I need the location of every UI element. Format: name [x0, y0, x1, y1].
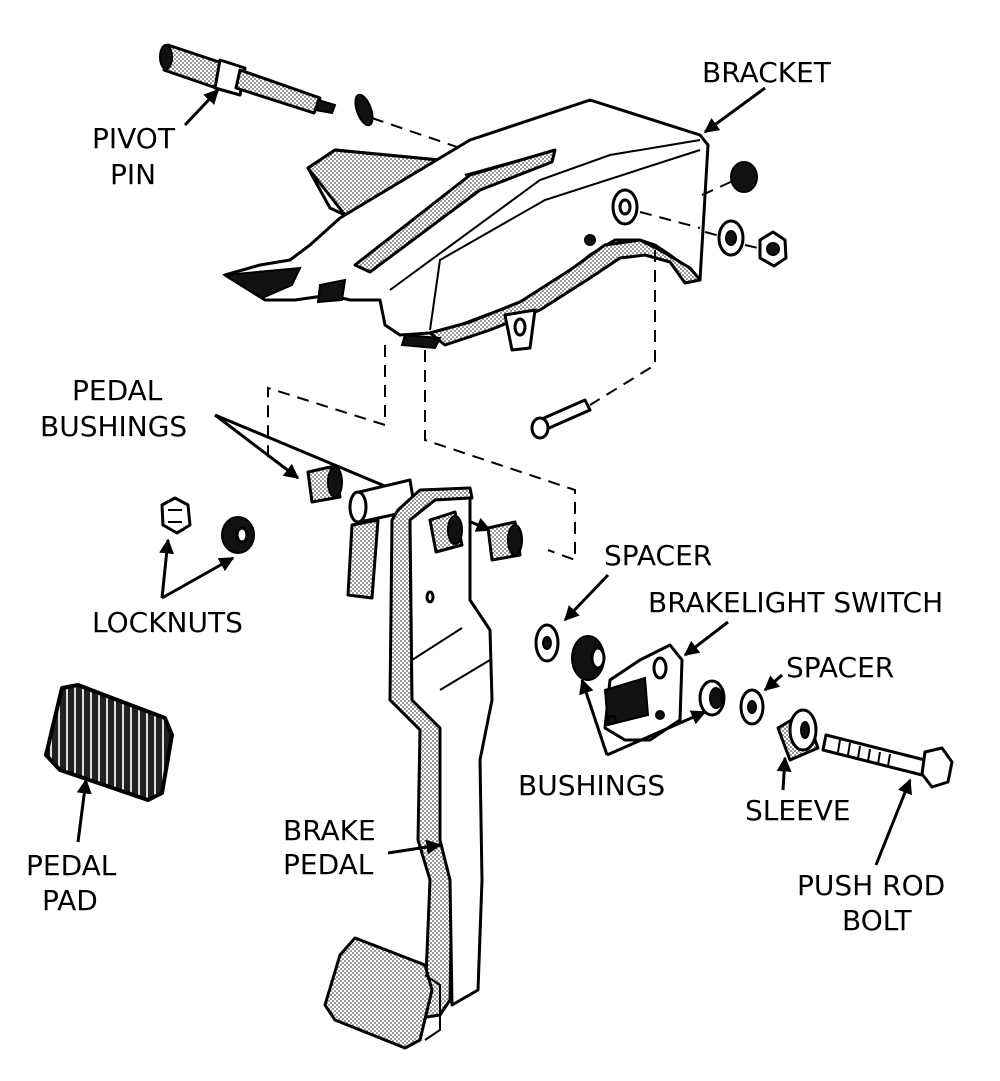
spacer-right-leader	[763, 673, 783, 692]
sleeve-label: SLEEVE	[745, 794, 851, 827]
locknut-round	[221, 516, 255, 554]
pivot-pin-leader	[183, 88, 220, 127]
pedal-pad-label: PEDAL PAD	[26, 849, 125, 917]
bushing-left-part	[571, 635, 606, 681]
bracket-bolt-line	[589, 250, 656, 406]
locknuts-leader	[159, 538, 175, 599]
bushing-right-part	[698, 679, 726, 717]
bracket-part	[221, 98, 710, 352]
bracket-hardware	[717, 161, 788, 268]
pivot-pin-alignment-line	[371, 117, 461, 149]
pedal-bushings-leader-left	[214, 413, 300, 480]
assembly-line-center	[424, 350, 576, 562]
spacer-right-part	[739, 688, 765, 726]
pedal-bushings-label: PEDAL BUSHINGS	[40, 374, 187, 443]
brakelight-switch-part	[603, 643, 684, 742]
bushings-leader-right	[606, 710, 707, 757]
push-rod-bolt-label: PUSH ROD BOLT	[797, 869, 954, 937]
brakelight-switch-label: BRAKELIGHT SWITCH	[648, 586, 943, 619]
spacer-top-leader	[563, 573, 610, 622]
pivot-pin-label: PIVOT PIN	[92, 122, 184, 191]
push-rod-bolt-part	[821, 733, 954, 789]
bushings-leader-left	[579, 678, 609, 756]
brake-pedal-label: BRAKE PEDAL	[283, 814, 385, 881]
sleeve-leader	[776, 756, 792, 791]
spacer-right-label: SPACER	[786, 651, 894, 684]
pivot-pin-part	[159, 43, 374, 127]
locknuts-label: LOCKNUTS	[92, 606, 243, 639]
brake-pedal-part	[323, 478, 494, 1050]
spacer-top-part	[534, 623, 560, 663]
brake-pedal-leader	[387, 839, 442, 855]
bracket-label: BRACKET	[702, 56, 832, 89]
brakelight-switch-leader	[683, 620, 729, 657]
pedal-pad-leader	[76, 778, 92, 843]
bracket-bolt	[530, 398, 592, 440]
locknuts-leader-2	[161, 556, 235, 600]
locknut-hex	[160, 496, 192, 535]
bushings-label: BUSHINGS	[518, 769, 665, 802]
pedal-pad-part	[44, 683, 174, 802]
sleeve-part	[776, 708, 820, 762]
bracket-hardware-lines	[639, 179, 759, 249]
push-rod-bolt-leader	[874, 778, 912, 866]
bracket-leader	[703, 86, 766, 134]
pedal-bushing-right	[486, 520, 523, 562]
spacer-top-label: SPACER	[604, 539, 712, 572]
assembly-line-left	[267, 345, 386, 460]
pedal-bushing-left	[306, 464, 343, 504]
